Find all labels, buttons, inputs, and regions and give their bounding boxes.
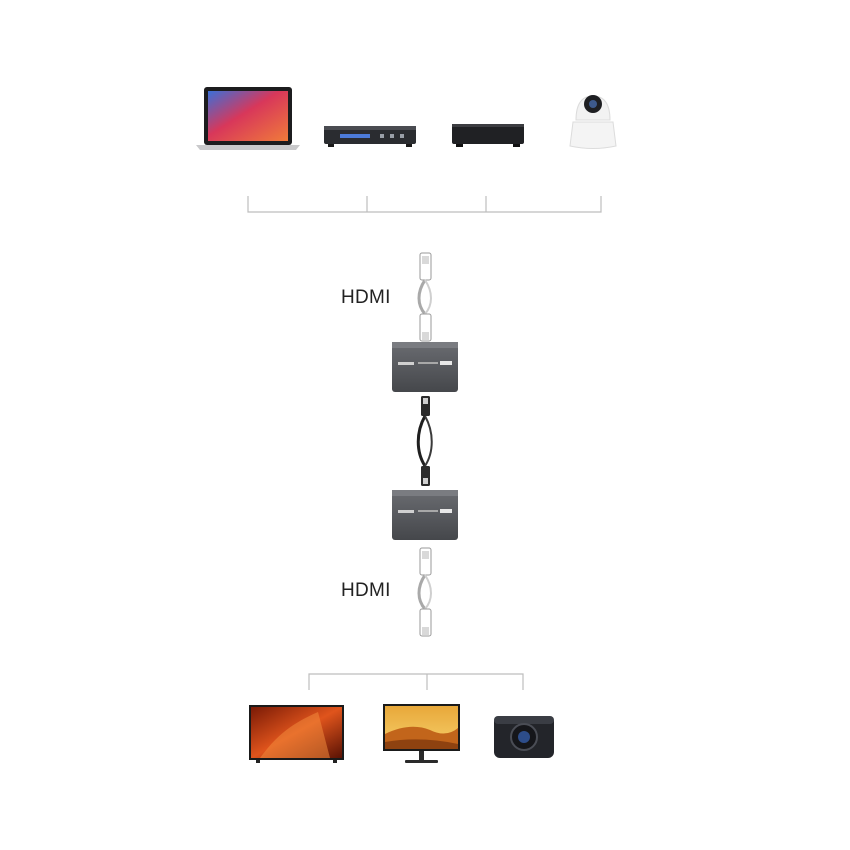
hdmi-cable-upper [417, 252, 432, 342]
hdmi-cable-lower [417, 547, 432, 637]
display-bracket [308, 673, 524, 690]
network-cable [416, 396, 433, 486]
hdmi-label-lower: HDMI [341, 580, 391, 601]
dvd-player-icon [324, 126, 416, 147]
receiver-box [392, 490, 458, 540]
monitor-icon [383, 704, 460, 763]
projector-icon [494, 716, 554, 758]
hdmi-label-upper: HDMI [341, 287, 391, 308]
set-top-box-icon [452, 124, 524, 147]
security-camera-icon [569, 95, 617, 149]
tv-icon [249, 705, 344, 763]
laptop-icon [196, 87, 300, 150]
source-bracket [247, 196, 602, 213]
transmitter-box [392, 342, 458, 392]
